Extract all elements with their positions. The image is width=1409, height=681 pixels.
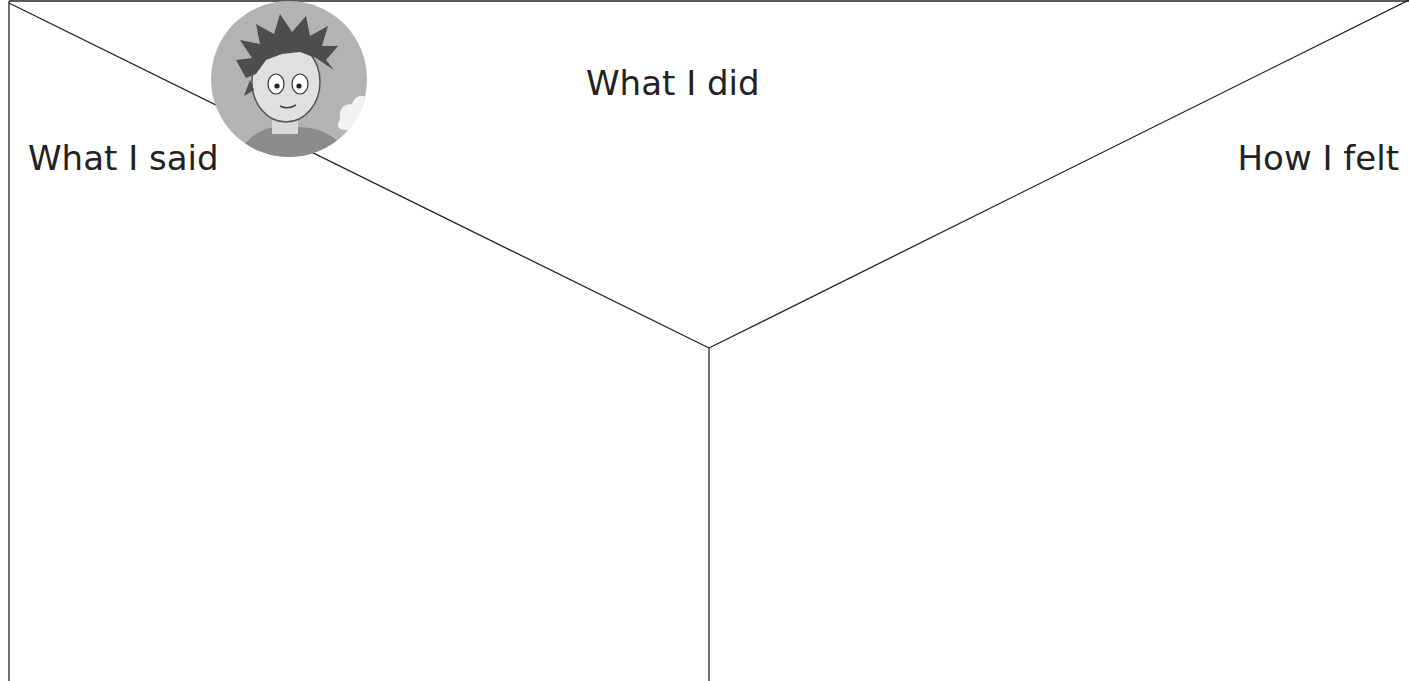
section-heading: What I said	[28, 141, 219, 175]
section-heading: How I felt	[1238, 141, 1399, 175]
character-badge	[211, 1, 370, 170]
divider-lines	[9, 0, 1409, 681]
section-heading: What I did	[586, 66, 760, 100]
